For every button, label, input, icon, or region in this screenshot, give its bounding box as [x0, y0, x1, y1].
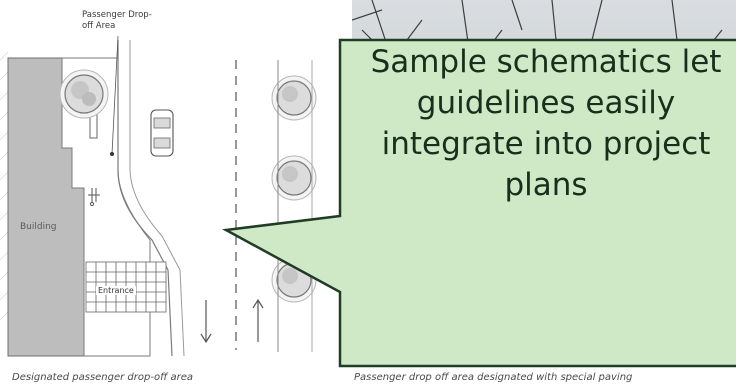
parked-car-symbol: [150, 109, 174, 157]
photo-caption: Passenger drop off area designated with …: [354, 372, 633, 383]
tree-symbol: [59, 69, 109, 119]
street-tree-2: [271, 155, 317, 201]
dropoff-leader-line: [111, 35, 119, 155]
curb-line: [117, 40, 173, 357]
arrow-down-icon: [200, 300, 212, 344]
bike-rack-symbol: [88, 188, 100, 207]
entrance-label: Entrance: [96, 286, 136, 295]
callout-text: Sample schematics let guidelines easily …: [370, 44, 722, 203]
arrow-up-icon: [252, 298, 264, 342]
street-tree-1: [271, 75, 317, 121]
plan-caption: Designated passenger drop-off area: [12, 372, 193, 383]
curb-line-outer: [129, 40, 185, 357]
building-label: Building: [20, 222, 57, 232]
ground-hatch: [0, 51, 9, 321]
dropoff-leader-dot: [110, 152, 114, 156]
dropoff-area-label: Passenger Drop-off Area: [82, 10, 152, 31]
